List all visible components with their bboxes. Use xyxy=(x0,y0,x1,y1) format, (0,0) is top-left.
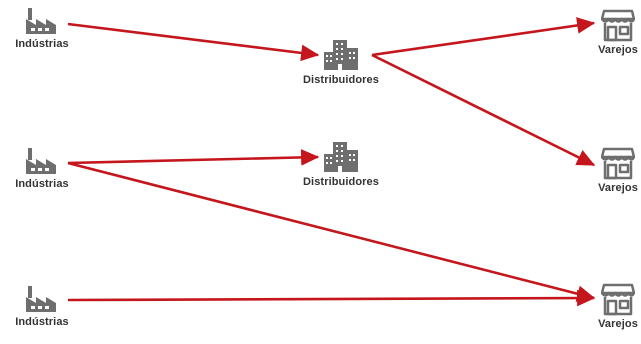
storefront-icon xyxy=(601,147,635,180)
factory-icon xyxy=(26,286,56,312)
node-label: Varejos xyxy=(598,182,638,194)
buildings-icon xyxy=(324,142,358,172)
node-label: Distribuidores xyxy=(303,74,379,86)
node-industry-3: Indústrias xyxy=(6,284,78,328)
node-label: Indústrias xyxy=(15,178,69,190)
arrow-industry_1-to-distributor_1 xyxy=(67,22,320,62)
node-industry-1: Indústrias xyxy=(6,6,78,50)
node-label: Varejos xyxy=(598,318,638,330)
node-retail-3: Varejos xyxy=(590,282,641,330)
node-retail-1: Varejos xyxy=(590,8,641,56)
factory-icon xyxy=(26,148,56,174)
node-retail-2: Varejos xyxy=(590,146,641,194)
node-label: Varejos xyxy=(598,44,638,56)
node-distributor-1: Distribuidores xyxy=(286,38,396,86)
arrow-industry_2-to-distributor_2 xyxy=(67,149,320,166)
arrow-industry_3-to-retail_3 xyxy=(67,289,596,307)
buildings-icon xyxy=(324,40,358,70)
node-industry-2: Indústrias xyxy=(6,146,78,190)
node-label: Indústrias xyxy=(15,38,69,50)
node-label: Indústrias xyxy=(15,316,69,328)
storefront-icon xyxy=(601,9,635,42)
node-distributor-2: Distribuidores xyxy=(286,140,396,188)
storefront-icon xyxy=(601,283,635,316)
node-label: Distribuidores xyxy=(303,176,379,188)
arrow-industry_2-to-retail_3 xyxy=(67,161,596,302)
arrow-distributor_1-to-retail_2 xyxy=(371,53,596,167)
arrow-distributor_1-to-retail_1 xyxy=(371,17,596,57)
factory-icon xyxy=(26,8,56,34)
